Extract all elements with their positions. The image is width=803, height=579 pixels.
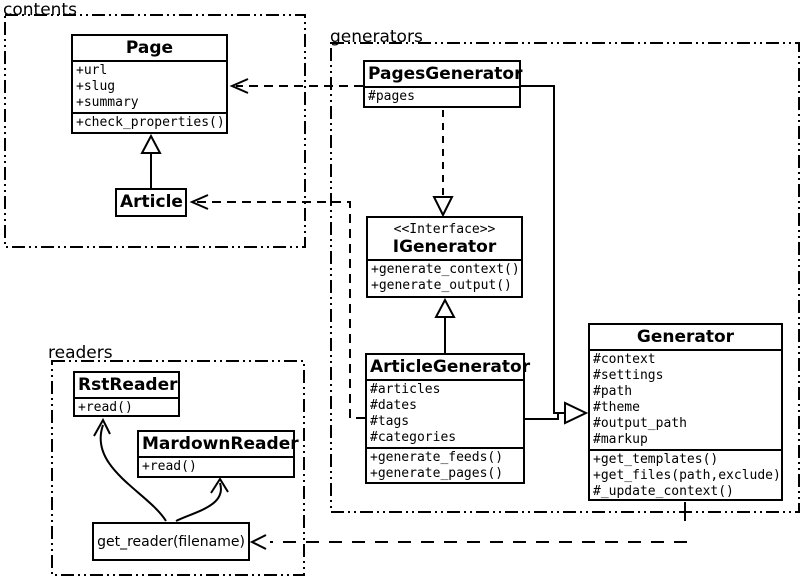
class-mardownreader-name: MardownReader [142, 434, 299, 454]
class-igenerator-methods: +generate_context() +generate_output() [368, 259, 521, 295]
dependency-articlegenerator-article [189, 194, 365, 419]
class-igenerator: <<Interface>> IGenerator +generate_conte… [366, 216, 523, 298]
package-readers-label: readers [48, 343, 113, 363]
class-articlegenerator-attributes: #articles #dates #tags #categories [367, 379, 523, 447]
realization-pagesgenerator-igenerator [432, 110, 454, 218]
package-readers-border [51, 360, 305, 576]
function-get-reader: get_reader(filename) [92, 522, 250, 561]
package-generators-label: generators [330, 27, 423, 47]
class-articlegenerator-name: ArticleGenerator [370, 357, 531, 377]
class-igenerator-name: IGenerator [392, 237, 497, 257]
class-generator-attributes: #context #settings #path #theme #output_… [590, 349, 781, 449]
class-mardownreader-methods: +read() [139, 456, 293, 476]
generalization-article-page [140, 133, 162, 188]
class-articlegenerator-methods: +generate_feeds() +generate_pages() [367, 447, 523, 483]
arrow-getreader-mardownreader [175, 477, 229, 522]
class-article: Article [115, 188, 187, 217]
class-igenerator-stereotype: <<Interface>> [393, 222, 496, 237]
class-rstreader: RstReader +read() [73, 371, 180, 417]
class-article-name: Article [120, 192, 183, 212]
class-generator-name: Generator [636, 327, 735, 347]
class-page-methods: +check_properties() [73, 112, 226, 132]
class-pagesgenerator-name: PagesGenerator [368, 64, 523, 84]
class-page-attributes: +url +slug +summary [73, 60, 226, 112]
class-generator-methods: +get_templates() +get_files(path,exclude… [590, 449, 781, 501]
generalization-articlegenerator-igenerator [434, 297, 456, 353]
class-generator: Generator #context #settings #path #them… [588, 323, 783, 501]
class-articlegenerator: ArticleGenerator #articles #dates #tags … [365, 353, 531, 484]
class-mardownreader: MardownReader +read() [137, 430, 299, 478]
class-rstreader-name: RstReader [78, 375, 178, 395]
package-contents-label: contents [3, 0, 77, 20]
class-pagesgenerator: PagesGenerator #pages [363, 60, 523, 108]
generalization-generators-generator [521, 85, 589, 425]
dependency-generator-getreader [249, 502, 687, 550]
package-contents-border [4, 14, 306, 248]
class-page: Page +url +slug +summary +check_properti… [71, 34, 228, 134]
arrow-getreader-rstreader [93, 417, 167, 522]
dependency-pagesgenerator-page [229, 78, 363, 94]
class-rstreader-methods: +read() [75, 397, 178, 417]
class-pagesgenerator-attributes: #pages [365, 86, 519, 106]
class-page-name: Page [125, 38, 174, 58]
package-generators-border [330, 42, 800, 513]
